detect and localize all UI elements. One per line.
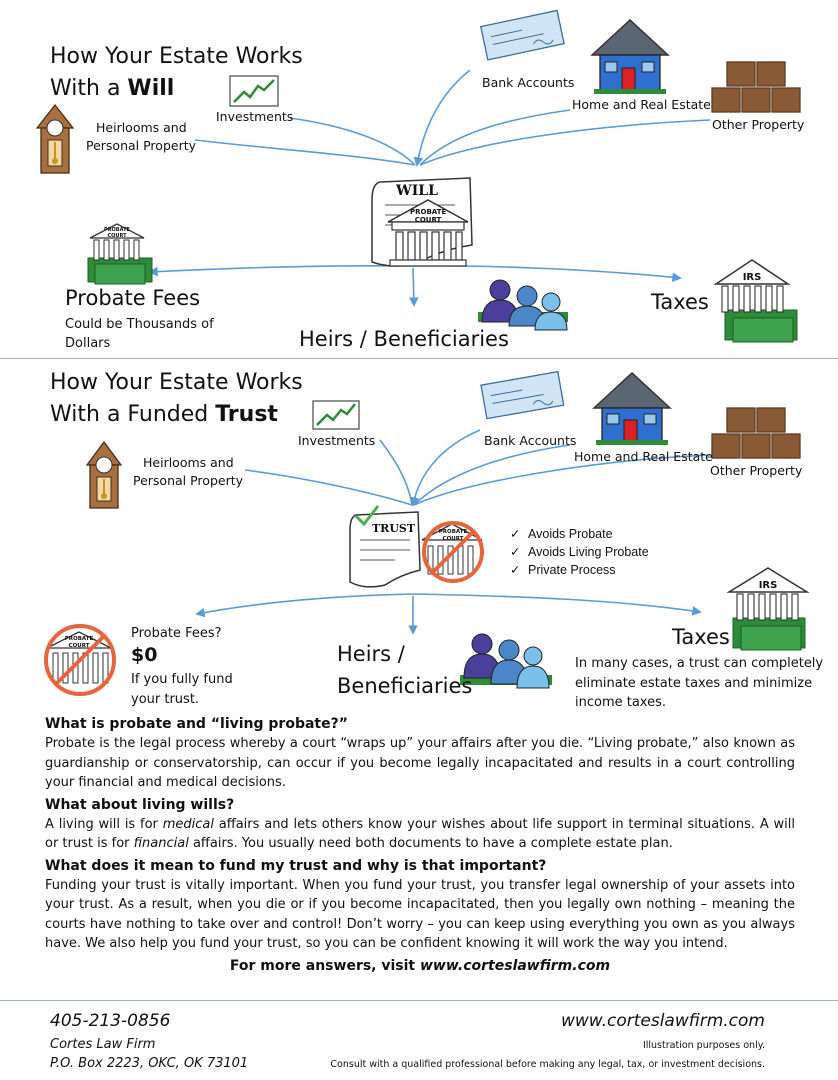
faq-section: What is probate and “living probate?” Pr… <box>45 714 795 974</box>
house-icon-2 <box>592 371 672 445</box>
faq-answer-2-em1: medical <box>162 816 214 832</box>
probate-fees-court-icon <box>87 223 153 285</box>
benefit-text: Private Process <box>528 563 616 577</box>
heirs-people-icon-2 <box>460 633 552 689</box>
clock-icon-2 <box>85 440 123 509</box>
will-title-bold: Will <box>127 76 175 101</box>
faq-answer-2-part2: affairs and lets others know your wishes… <box>45 816 795 852</box>
trust-title-line2: With a Funded Trust <box>50 398 278 431</box>
label-investments: Investments <box>216 109 294 124</box>
benefit-item: ✓ Private Process <box>510 561 649 579</box>
footer-phone[interactable]: 405-213-0856 <box>50 1011 171 1031</box>
tax-note-3: income taxes. <box>575 695 667 710</box>
probate-court-text: PROBATE COURT <box>410 208 447 224</box>
probate-fees-desc-2: Dollars <box>65 336 111 351</box>
label-other-property: Other Property <box>712 117 805 132</box>
footer-address: P.O. Box 2223, OKC, OK 73101 <box>50 1056 249 1071</box>
benefit-item: ✓ Avoids Probate <box>510 525 649 543</box>
label-home-real-estate-2: Home and Real Estate <box>574 449 713 464</box>
house-icon <box>590 18 670 94</box>
faq-answer-1: Probate is the legal process whereby a c… <box>45 736 795 790</box>
section-divider-2 <box>0 1000 838 1001</box>
faq-question-1: What is probate and “living probate?” <box>45 716 348 732</box>
cta-line: For more answers, visit www.corteslawfir… <box>45 958 795 974</box>
cta-prefix: For more answers, visit <box>229 957 420 974</box>
heirs-people-icon <box>478 279 568 331</box>
irs-text-top: IRS <box>743 272 762 283</box>
probate-fees-desc-1: Could be Thousands of <box>65 317 214 332</box>
faq-question-2: What about living wills? <box>45 796 235 813</box>
irs-building-icon-2: IRS <box>726 567 810 651</box>
investment-chart-icon <box>229 75 279 107</box>
faq-answer-2-em2: financial <box>133 836 189 851</box>
probate-fees-court-text: PROBATE COURT <box>104 227 130 239</box>
label-bank-accounts: Bank Accounts <box>482 75 575 90</box>
will-title-prefix: With a <box>50 76 128 101</box>
probate-court-icon <box>387 199 469 267</box>
investment-chart-icon-2 <box>312 400 360 430</box>
footer-note-disclaimer: Consult with a qualified professional be… <box>330 1059 765 1070</box>
no-probate-court-text: PROBATE COURT <box>438 529 468 542</box>
clock-icon <box>35 103 75 174</box>
probate-fees-zero: $0 <box>131 644 158 666</box>
probate-fees-heading: Probate Fees <box>65 286 201 310</box>
taxes-heading: Taxes <box>651 290 709 314</box>
irs-text-bottom: IRS <box>759 580 778 591</box>
label-other-property-2: Other Property <box>710 463 803 478</box>
benefit-item: ✓ Avoids Living Probate <box>510 543 649 561</box>
no-probate-court-icon <box>421 521 484 583</box>
label-heirlooms-2: Personal Property <box>86 138 197 153</box>
cta-link[interactable]: www.corteslawfirm.com <box>420 957 611 974</box>
will-title-line2: With a Will <box>50 72 174 105</box>
will-title-line1: How Your Estate Works <box>50 44 303 69</box>
heirs-heading: Heirs / Beneficiaries <box>299 327 509 351</box>
trust-document-icon <box>349 505 421 588</box>
section-divider-1 <box>0 358 838 359</box>
checkmark-icon: ✓ <box>510 527 521 541</box>
trust-title-line1: How Your Estate Works <box>50 370 303 395</box>
tax-note-2: eliminate estate taxes and minimize <box>575 676 813 691</box>
faq-question-3: What does it mean to fund my trust and w… <box>45 857 547 874</box>
boxes-icon <box>711 61 801 113</box>
heirs-heading-2a: Heirs / <box>337 642 405 666</box>
benefit-text: Avoids Living Probate <box>528 545 649 559</box>
faq-answer-2-part3: affairs. You usually need both documents… <box>188 836 673 851</box>
footer-website[interactable]: www.corteslawfirm.com <box>560 1011 765 1031</box>
taxes-heading-2: Taxes <box>672 625 730 649</box>
check-icon <box>479 9 565 61</box>
faq-answer-3: Funding your trust is vitally important.… <box>45 877 795 952</box>
checkmark-icon: ✓ <box>510 563 521 577</box>
tax-note-1: In many cases, a trust can completely <box>575 656 824 671</box>
will-doc-text: WILL <box>396 183 438 199</box>
check-icon-2 <box>480 370 565 420</box>
footer-firm-name: Cortes Law Firm <box>50 1037 156 1052</box>
no-probate-fees-icon <box>44 624 116 696</box>
benefit-text: Avoids Probate <box>528 527 613 541</box>
label-bank-accounts-2: Bank Accounts <box>484 433 577 448</box>
heirs-heading-2b: Beneficiaries <box>337 674 473 698</box>
probate-fees-question: Probate Fees? <box>131 626 222 641</box>
trust-benefits-list: ✓ Avoids Probate ✓ Avoids Living Probate ✓… <box>510 525 649 579</box>
label-heirlooms-1: Heirlooms and <box>96 120 187 135</box>
no-probate-fees-court-text: PROBATE COURT <box>64 636 94 649</box>
label-home-real-estate: Home and Real Estate <box>572 97 711 112</box>
trust-doc-text: TRUST <box>372 522 416 535</box>
label-investments-2: Investments <box>298 433 376 448</box>
label-heirlooms-1-2: Heirlooms and <box>143 455 234 470</box>
trust-title-bold: Trust <box>215 402 278 427</box>
probate-fees-note-2: your trust. <box>131 692 200 707</box>
checkmark-icon: ✓ <box>510 545 521 559</box>
boxes-icon-2 <box>711 407 801 459</box>
label-heirlooms-2-2: Personal Property <box>133 473 244 488</box>
footer-note-illustration: Illustration purposes only. <box>642 1040 765 1051</box>
probate-fees-note-1: If you fully fund <box>131 672 233 687</box>
faq-answer-2: A living will is for medical affairs and… <box>45 815 795 854</box>
irs-building-icon: IRS <box>713 259 798 343</box>
trust-title-prefix: With a Funded <box>50 402 216 427</box>
faq-answer-2-part1: A living will is for <box>45 816 163 832</box>
